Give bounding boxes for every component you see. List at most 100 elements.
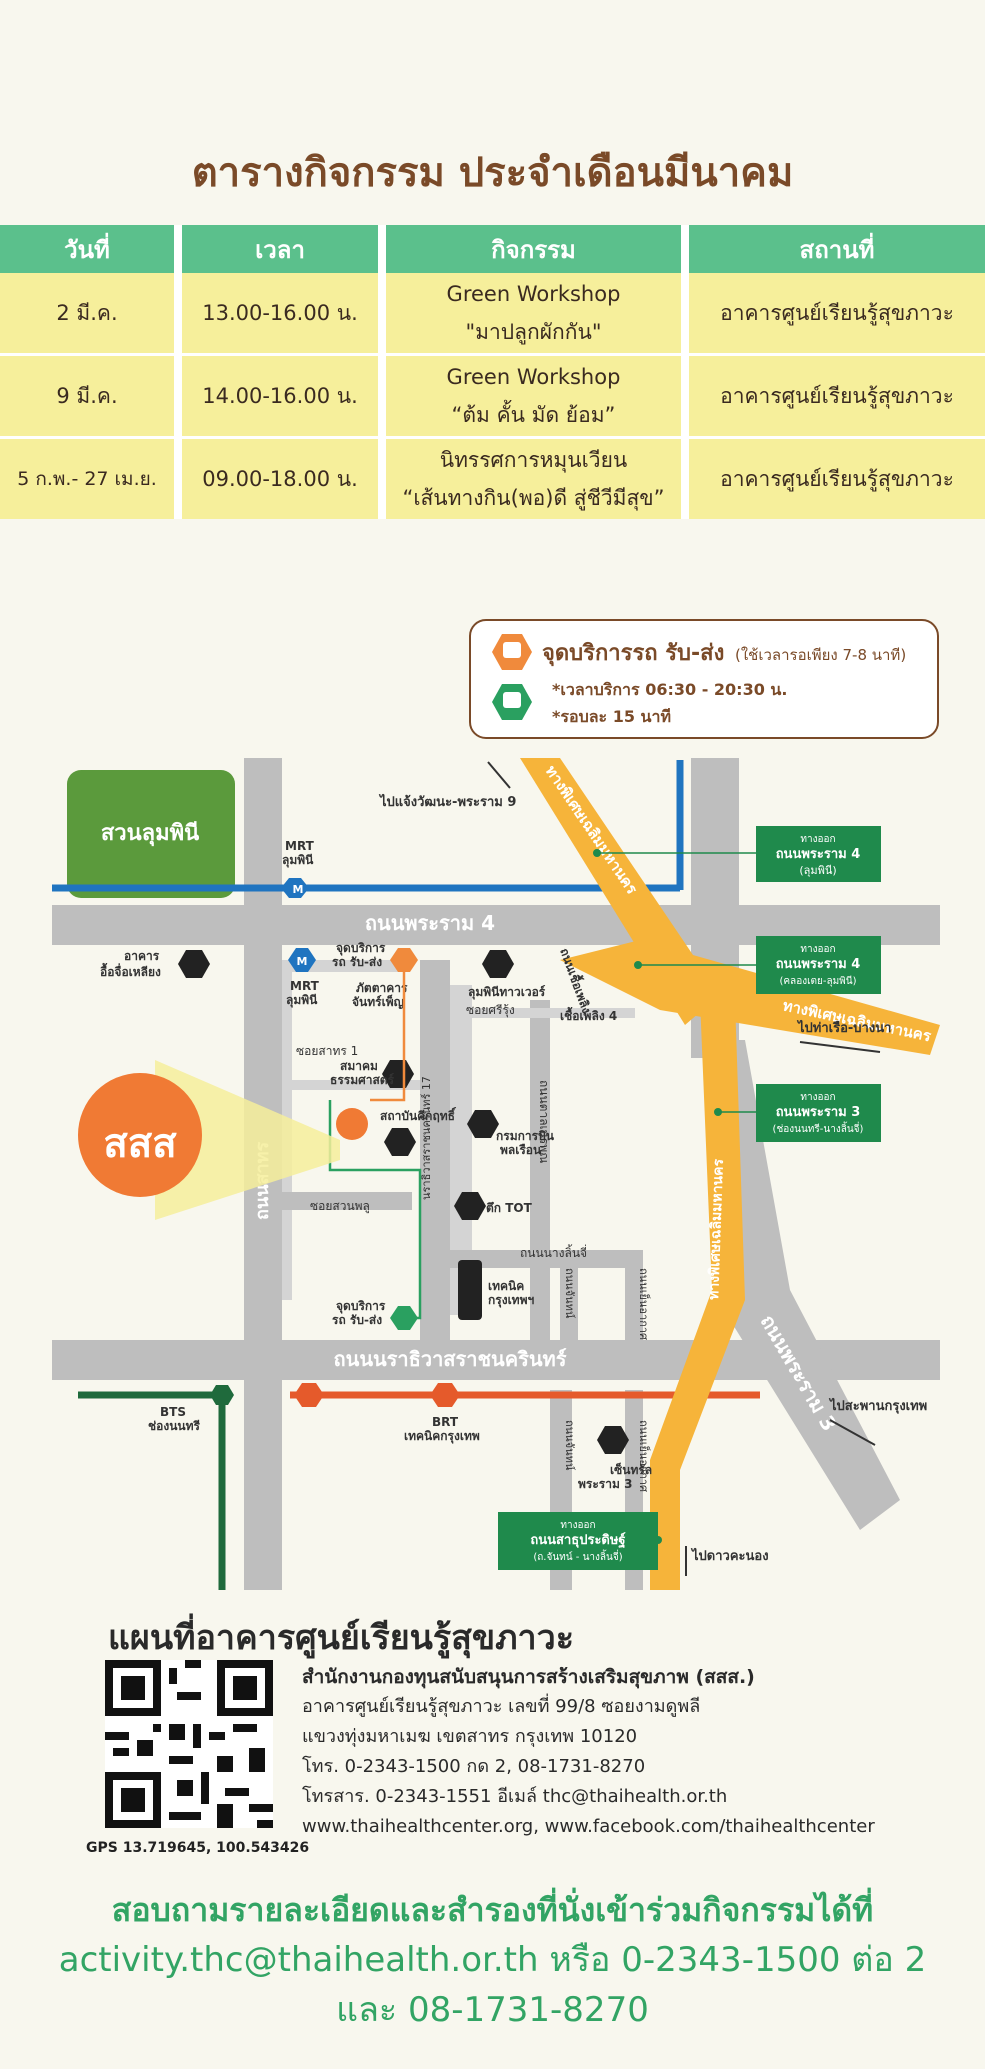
soi17-label: นราธิวาสราชนครินทร์ 17 [420,1076,433,1200]
building-icon [454,1192,486,1220]
shuttle-1-label-a: จุดบริการ [336,941,386,956]
activity-line-2: "มาปลูกผักกัน" [465,320,602,344]
logo-text: สสส [103,1121,177,1167]
restaurant-label-1: ภัตตาคาร [356,981,408,995]
shuttle-route-orange [370,972,406,1102]
cta-phone[interactable]: และ 08-1731-8270 [336,1990,649,2030]
activity-line-1: Green Workshop [446,365,621,389]
bus-stop-orange-icon [390,948,418,972]
legend-note: (ใช้เวลารอเพียง 7-8 นาที) [735,646,906,664]
cell-time: 14.00-16.00 น. [174,353,382,438]
to-rama9-bridge-label: ไปสะพานกรุงเทพ [828,1397,927,1414]
gps-coordinates: GPS 13.719645, 100.543426 [86,1840,310,1856]
lumpini-park [67,770,235,898]
lumpini-tower-label: ลุมพินีทาวเวอร์ [468,985,546,1000]
restaurant-label-2: จันทร์เพ็ญ [352,994,404,1009]
building-icon [178,950,210,978]
mrt-top-label-2: ลุมพินี [282,853,314,868]
fax-email: โทรสาร. 0-2343-1551 อีเมล์ thc@thaihealt… [302,1786,728,1807]
aejo-label-2: อื้อจื่อเหลียง [100,962,161,979]
to-bangna-label: ไปท่าเรือ-บางนา [796,1019,891,1036]
building-icon [382,1060,414,1088]
cell-time: 09.00-18.00 น. [174,436,382,519]
brt-label-1: BRT [432,1415,459,1429]
chan-road-label-2: ถนนจันทน์ [563,1420,576,1471]
shuttle-legend: จุดบริการรถ รับ-ส่ง (ใช้เวลารอเพียง 7-8 … [469,619,939,739]
park-label: สวนลุมพินี [101,821,199,847]
civil-aviation-label-1: กรมการบิน [496,1129,555,1143]
location-map[interactable]: จุดบริการรถ รับ-ส่ง (ใช้เวลารอเพียง 7-8 … [0,600,985,1600]
org-name: สำนักงานกองทุนสนับสนุนการสร้างเสริมสุขภา… [302,1666,755,1688]
building-icon [384,1128,416,1156]
activity-line-1: Green Workshop [446,282,621,306]
bus-stop-green-icon [390,1306,418,1330]
bts-label-1: BTS [160,1405,186,1419]
mrt-side-label-2: ลุมพินี [286,993,318,1008]
exit-2-line3: (คลองเตย-ลุมพินี) [779,975,856,987]
building-icon [458,1260,482,1320]
expressway-label-vertical: ทางพิเศษเฉลิมมหานคร [706,1158,727,1300]
map-heading: แผนที่อาคารศูนย์เรียนรู้สุขภาวะ [108,1618,575,1658]
exit-box-3: ทางออก ถนนพระราม 3 (ช่องนนทรี-นางลิ้นจี่… [714,1084,881,1142]
cell-date: 2 มี.ค. [0,273,178,355]
shuttle-1-label-b: รถ รับ-ส่ง [332,955,382,969]
cell-place: อาคารศูนย์เรียนรู้สุขภาวะ [681,436,985,519]
thaihealth-logo [78,1073,202,1197]
cell-date: 5 ก.พ.- 27 เม.ย. [0,436,178,519]
address-line-1: อาคารศูนย์เรียนรู้สุขภาวะ เลขที่ 99/8 ซอ… [302,1696,701,1717]
building-icon [467,1110,499,1138]
table-header-row: วันที่ เวลา กิจกรรม สถานที่ [0,225,985,273]
col-header-time: เวลา [174,225,382,273]
central-label-2: พระราม 3 [578,1477,632,1491]
mrt-top-label-1: MRT [285,839,315,853]
yen-akat-road-label: ถนนเย็นอากาศ [637,1268,651,1340]
building-icon [482,950,514,978]
phone: โทร. 0-2343-1500 กด 2, 08-1731-8270 [302,1756,646,1777]
mrt-side-label-1: MRT [290,979,320,993]
bts-label-2: ช่องนนทรี [148,1419,201,1433]
activity-line-1: นิทรรศการหมุนเวียน [439,448,628,472]
tan-road-label: ถนนตาลเนรพณ [537,1080,551,1163]
col-header-activity: กิจกรรม [378,225,685,273]
schedule-table: วันที่ เวลา กิจกรรม สถานที่ 2 มี.ค. 13.0… [0,225,985,519]
cell-activity: นิทรรศการหมุนเวียน “เส้นทางกิน(พอ)ดี สู่ช… [378,436,685,519]
exit-box-4: ทางออก ถนนสาธุประดิษฐ์ (ถ.จันทน์ - นางลิ… [498,1512,662,1570]
bts-station-icon [210,1385,234,1405]
brt-label-2: เทคนิคกรุงเทพ [404,1429,480,1444]
exit-1-line2: ถนนพระราม 4 [776,847,861,862]
to-chaengwattana-label: ไปแจ้งวัฒนะ-พระราม 9 [378,793,516,810]
logo-beam [155,1060,340,1220]
cell-activity: Green Workshop "มาปลูกผักกัน" [378,273,685,355]
civil-aviation-label-2: พลเรือน [500,1143,542,1157]
page-title: ตารางกิจกรรม ประจำเดือนมีนาคม [191,150,794,196]
col-header-date: วันที่ [0,225,178,273]
address-line-2: แขวงทุ่งมหาเมฆ เขตสาทร กรุงเทพ 10120 [302,1726,638,1747]
exit-4-line2: ถนนสาธุประดิษฐ์ [530,1532,625,1549]
exit-4-line1: ทางออก [560,1520,595,1531]
cta-contact[interactable]: activity.thc@thaihealth.or.th หรือ 0-234… [58,1940,927,1980]
cell-time: 13.00-16.00 น. [174,273,382,355]
mrt-glyph-side: M [297,955,308,968]
exit-3-line1: ทางออก [800,1092,835,1103]
chan-road-label: ถนนจันทน์ [563,1268,576,1319]
exit-2-line1: ทางออก [800,944,835,955]
shuttle-2-label-a: จุดบริการ [336,1299,386,1314]
roads [52,758,940,1590]
qr-code[interactable] [105,1660,273,1828]
expressway [520,758,940,1590]
shuttle-2-label-b: รถ รับ-ส่ง [332,1313,382,1327]
contact-address: สำนักงานกองทุนสนับสนุนการสร้างเสริมสุขภา… [302,1662,875,1842]
website-links[interactable]: www.thaihealthcenter.org, www.facebook.c… [302,1816,875,1837]
exit-3-line2: ถนนพระราม 3 [776,1105,861,1120]
soi-sathorn1-label: ซอยสาทร 1 [296,1044,358,1058]
activity-line-2: “เส้นทางกิน(พอ)ดี สู่ชีวีมีสุข” [402,486,665,510]
rama4-road-label: ถนนพระราม 4 [365,911,495,935]
table-row: 2 มี.ค. 13.00-16.00 น. Green Workshop "มา… [0,273,985,355]
tot-label: ตึก TOT [486,1201,533,1215]
expressway-label-top: ทางพิเศษเฉลิมมหานคร [542,762,642,898]
aejo-label-1: อาคาร [124,949,160,963]
activity-line-2: “ต้ม คั้น มัด ย้อม” [451,403,616,427]
cell-place: อาคารศูนย์เรียนรู้สุขภาวะ [681,273,985,355]
soi-sriroong-label: ซอยศรีรุ้ง [466,1003,515,1018]
legend-hours: *เวลาบริการ 06:30 - 20:30 น. [552,680,787,699]
